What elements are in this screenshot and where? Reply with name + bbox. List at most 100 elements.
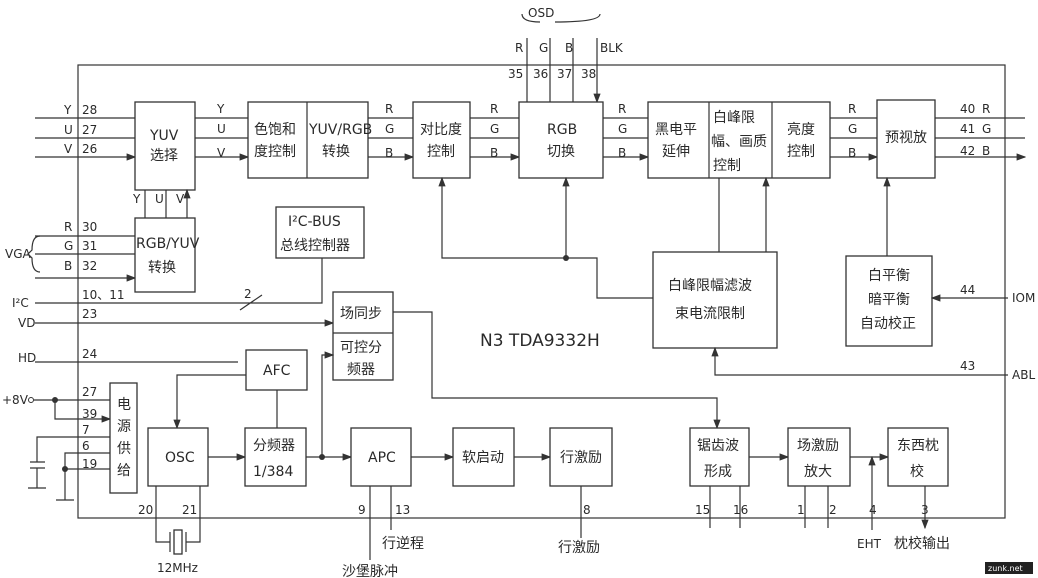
svg-text:27: 27 — [82, 123, 97, 137]
svg-text:选择: 选择 — [150, 148, 178, 164]
hd-input: HD 24 — [18, 347, 238, 365]
rgb-labels-2: R G B — [470, 102, 519, 160]
svg-text:可控分: 可控分 — [340, 340, 382, 356]
osd-pin-r: R — [515, 41, 523, 55]
svg-text:4: 4 — [869, 503, 877, 517]
svg-text:2: 2 — [244, 287, 252, 301]
svg-text:形成: 形成 — [704, 464, 732, 480]
svg-text:G: G — [64, 239, 73, 253]
rgb-yuv-block — [134, 217, 196, 293]
svg-text:对比度: 对比度 — [420, 122, 462, 138]
vd-input: VD 23 — [18, 307, 335, 330]
svg-text:东西枕: 东西枕 — [897, 438, 939, 454]
svg-text:V: V — [176, 192, 185, 206]
svg-text:RGB/YUV: RGB/YUV — [136, 236, 200, 252]
osd-brace — [521, 13, 601, 23]
svg-text:控制: 控制 — [787, 144, 815, 160]
rgb-labels-4: R G B — [830, 102, 877, 160]
osc-block — [147, 427, 209, 487]
svg-text:Y: Y — [216, 102, 225, 116]
svg-text:43: 43 — [960, 359, 975, 373]
svg-text:41: 41 — [960, 122, 975, 136]
svg-text:B: B — [490, 146, 498, 160]
pin-36: 36 — [533, 67, 548, 81]
svg-text:IOM: IOM — [1012, 291, 1035, 305]
osd-pin-blk: BLK — [600, 41, 624, 55]
v-drive-block — [787, 427, 851, 487]
svg-text:黑电平: 黑电平 — [655, 122, 697, 138]
svg-text:色饱和: 色饱和 — [254, 121, 296, 138]
svg-text:I²C: I²C — [12, 296, 29, 310]
svg-text:+8V: +8V — [2, 393, 29, 407]
apc-block — [350, 427, 412, 487]
i2c-input: I²C 10、11 2 — [12, 258, 323, 311]
black-white-brightness-block — [647, 101, 831, 179]
svg-text:9: 9 — [358, 503, 366, 517]
svg-text:R: R — [848, 102, 856, 116]
svg-text:7: 7 — [82, 423, 90, 437]
chip-name: N3 TDA9332H — [480, 331, 600, 351]
svg-text:R: R — [64, 220, 72, 234]
svg-text:R: R — [490, 102, 498, 116]
pin-35: 35 — [508, 67, 523, 81]
svg-text:Y: Y — [63, 103, 72, 117]
rgb-switch-block — [518, 101, 604, 179]
beam-current-limit-block — [652, 251, 778, 349]
pre-amp-block — [876, 99, 936, 179]
svg-text:42: 42 — [960, 144, 975, 158]
svg-text:19: 19 — [82, 457, 97, 471]
svg-text:白峰限: 白峰限 — [713, 110, 755, 126]
svg-text:软启动: 软启动 — [462, 450, 504, 466]
svg-text:R: R — [618, 102, 626, 116]
svg-text:场激励: 场激励 — [797, 437, 839, 454]
svg-text:8: 8 — [583, 503, 591, 517]
svg-text:G: G — [618, 122, 627, 136]
svg-text:预视放: 预视放 — [885, 130, 927, 146]
chip-outline — [77, 64, 1006, 519]
svg-text:总线控制器: 总线控制器 — [280, 238, 350, 254]
svg-text:G: G — [385, 122, 394, 136]
svg-text:40: 40 — [960, 102, 975, 116]
svg-text:白峰限幅滤波: 白峰限幅滤波 — [668, 278, 752, 294]
svg-text:B: B — [385, 146, 393, 160]
yuv-labels-2: Y U V — [132, 190, 187, 218]
svg-text:幅、画质: 幅、画质 — [711, 134, 767, 150]
contrast-block — [412, 101, 471, 179]
svg-text:校: 校 — [910, 463, 924, 480]
yuv-labels-1: Y U V — [195, 102, 248, 160]
svg-text:30: 30 — [82, 220, 97, 234]
svg-text:B: B — [848, 146, 856, 160]
svg-text:20: 20 — [138, 503, 153, 517]
svg-text:电: 电 — [117, 397, 131, 413]
svg-text:AFC: AFC — [263, 363, 291, 379]
svg-text:21: 21 — [182, 503, 197, 517]
crystal-label: 12MHz — [157, 561, 198, 575]
svg-text:ABL: ABL — [1012, 368, 1035, 382]
eht-label: EHT — [857, 537, 882, 551]
svg-text:13: 13 — [395, 503, 410, 517]
svg-text:10、11: 10、11 — [82, 288, 125, 302]
svg-text:6: 6 — [82, 439, 90, 453]
svg-text:控制: 控制 — [427, 144, 455, 160]
svg-text:RGB: RGB — [547, 122, 577, 138]
crystal-icon — [155, 486, 201, 555]
svg-text:G: G — [490, 122, 499, 136]
rgb-labels-3: R G B — [603, 102, 648, 160]
h-drive-block — [549, 427, 613, 487]
svg-text:15: 15 — [695, 503, 710, 517]
saturation-yuv-rgb-block — [247, 101, 369, 179]
svg-text:VGA: VGA — [5, 247, 32, 261]
svg-text:VD: VD — [18, 316, 35, 330]
svg-text:白平衡: 白平衡 — [868, 268, 910, 284]
svg-text:YUV: YUV — [149, 128, 179, 144]
svg-text:27: 27 — [82, 385, 97, 399]
h-drive-output-label: 行激励 — [558, 539, 600, 556]
svg-text:给: 给 — [117, 463, 131, 479]
svg-text:16: 16 — [733, 503, 748, 517]
svg-text:转换: 转换 — [148, 259, 176, 276]
